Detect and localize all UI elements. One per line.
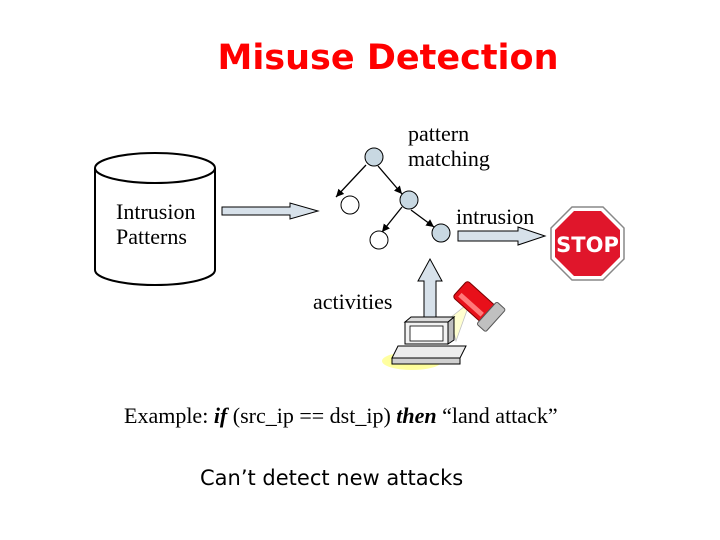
pattern-matching-line2: matching	[408, 146, 490, 171]
intrusion-patterns-line2: Patterns	[116, 224, 187, 249]
example-prefix: Example:	[124, 403, 214, 428]
tree-node-lower-left	[369, 230, 389, 250]
caveat-note: Can’t detect new attacks	[200, 466, 464, 490]
stop-sign-icon: STOP	[550, 206, 625, 281]
database-cylinder-icon	[94, 152, 216, 286]
pattern-tree-edges	[335, 164, 435, 233]
activities-arrow	[417, 257, 443, 323]
intrusion-label: intrusion	[456, 204, 535, 229]
activities-label: activities	[313, 289, 393, 314]
pattern-tree-nodes	[340, 147, 451, 250]
example-condition: (src_ip == dst_ip)	[227, 403, 397, 428]
example-result: “land attack”	[436, 403, 558, 428]
tree-node-mid	[399, 190, 419, 210]
pattern-matching-label: pattern matching	[408, 121, 490, 171]
example-keyword-if: if	[213, 403, 228, 428]
pattern-matching-line1: pattern	[408, 121, 470, 146]
slide-title: Misuse Detection	[217, 38, 559, 78]
flashlight-icon	[449, 281, 506, 343]
intrusion-patterns-line1: Intrusion	[116, 199, 196, 224]
tree-node-match	[431, 223, 451, 243]
tree-node-left	[340, 195, 360, 215]
intrusion-patterns-label: Intrusion Patterns	[116, 199, 195, 249]
tree-node-root	[364, 147, 384, 167]
intrusion-arrow	[457, 226, 547, 246]
example-keyword-then: then	[396, 403, 437, 428]
stop-sign-text: STOP	[556, 233, 619, 257]
computer-icon	[382, 315, 467, 370]
patterns-to-matcher-arrow	[221, 202, 320, 220]
example-rule: Example: if (src_ip == dst_ip) then “lan…	[124, 403, 558, 429]
